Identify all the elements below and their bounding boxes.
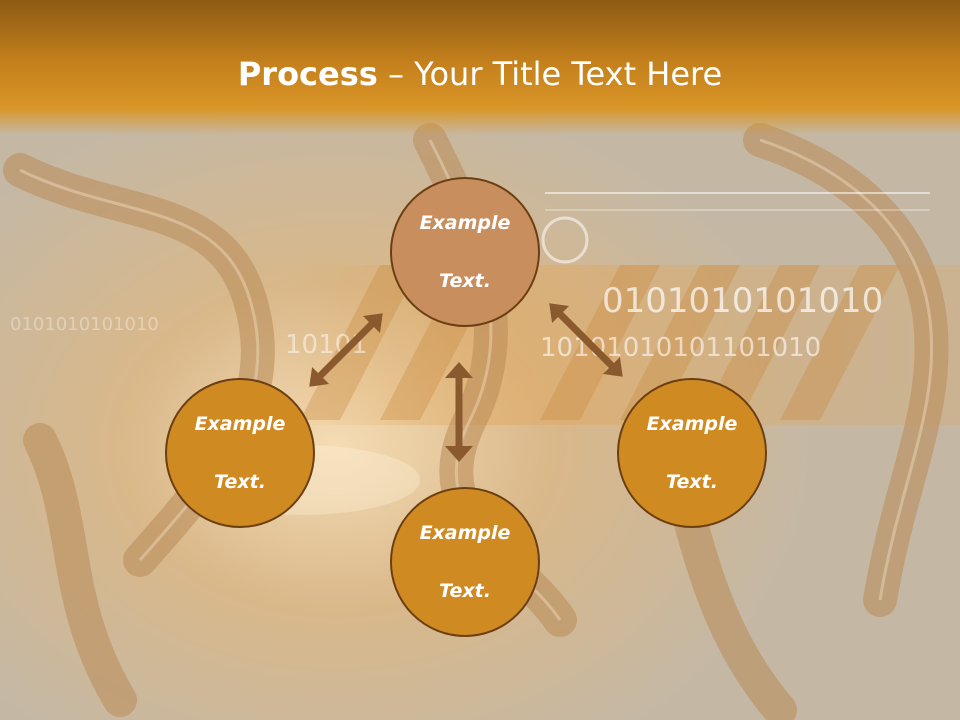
node-top-line-1: Example	[419, 211, 511, 234]
slide-title: Process – Your Title Text Here	[0, 52, 960, 96]
arrow-top-right	[549, 303, 623, 377]
header-band	[0, 0, 960, 135]
node-right-line-1: Example	[646, 412, 738, 435]
arrow-top-left	[309, 313, 383, 387]
binary-text-1: 0101010101010	[602, 281, 883, 321]
node-bottom-line-2: Text.	[439, 579, 491, 602]
title-bold: Process	[237, 55, 378, 93]
node-bottom-line-1: Example	[419, 521, 511, 544]
node-right-line-2: Text.	[666, 470, 718, 493]
title-rest: – Your Title Text Here	[377, 55, 723, 93]
node-left-line-2: Text.	[214, 470, 266, 493]
node-left-line-1: Example	[194, 412, 286, 435]
arrow-vertical	[445, 362, 473, 462]
binary-text-4: 0101010101010	[10, 314, 159, 335]
node-top-line-2: Text.	[439, 269, 491, 292]
